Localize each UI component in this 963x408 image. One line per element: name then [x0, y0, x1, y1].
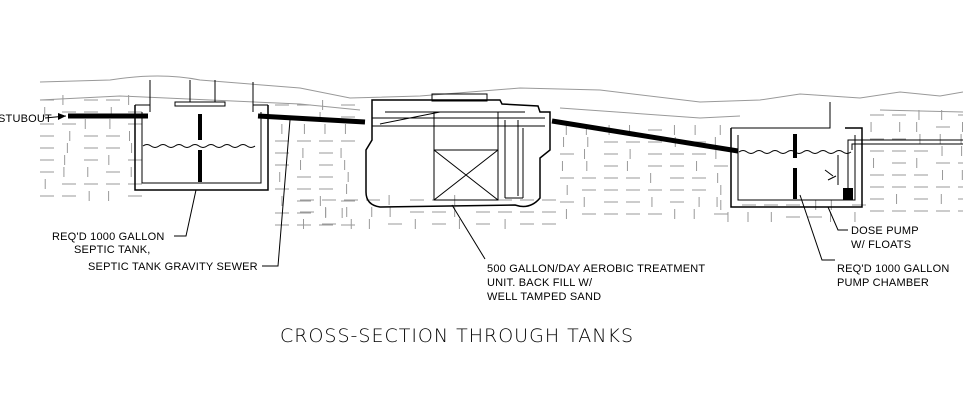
ground-line	[39, 75, 963, 103]
septic-tank	[134, 80, 269, 191]
label-septic-tank-line1: REQ'D 1000 GALLON	[52, 231, 165, 243]
soil-hatching	[40, 95, 963, 229]
label-septic-tank-line2: SEPTIC TANK,	[74, 244, 151, 256]
effluent-pipe	[551, 118, 739, 154]
discharge-pipe	[847, 139, 963, 150]
label-stubout: STUBOUT	[0, 113, 52, 125]
label-pump-chamber-line1: REQ'D 1000 GALLON	[837, 263, 950, 275]
pump-chamber	[730, 102, 863, 208]
aerobic-treatment-unit	[365, 93, 551, 208]
gravity-sewer-pipe	[257, 113, 366, 125]
ground-line-lower	[39, 95, 963, 119]
leader-lines	[44, 115, 848, 267]
label-gravity-sewer: SEPTIC TANK GRAVITY SEWER	[88, 261, 258, 273]
label-atu-line2: UNIT. BACK FILL W/	[487, 277, 593, 289]
diagram-title: CROSS-SECTION THROUGH TANKS	[280, 325, 634, 347]
label-atu-line3: WELL TAMPED SAND	[487, 291, 601, 303]
label-pump-chamber-line2: PUMP CHAMBER	[837, 277, 929, 289]
label-dose-pump-line1: DOSE PUMP	[851, 225, 919, 237]
label-dose-pump-line2: W/ FLOATS	[851, 239, 911, 251]
label-atu-line1: 500 GALLON/DAY AEROBIC TREATMENT	[487, 263, 705, 275]
